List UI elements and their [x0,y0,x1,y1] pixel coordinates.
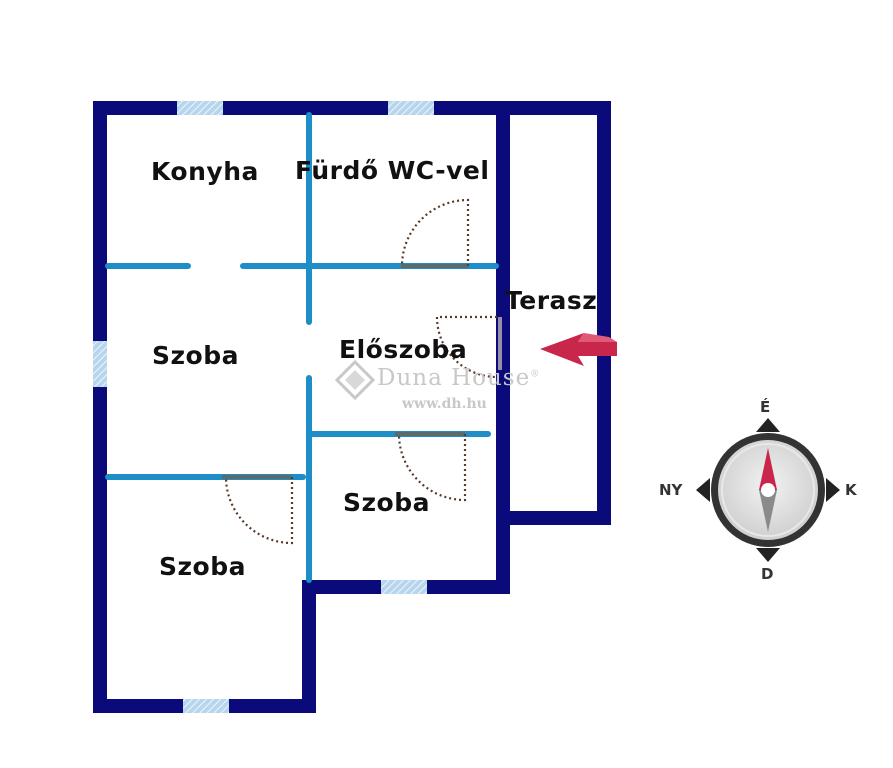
compass-needle-south [759,490,777,532]
compass-south-label: D [761,565,774,583]
compass-needle-north [759,448,777,490]
window-top-right [388,101,434,115]
compass [696,418,840,562]
room-label-szoba-mid: Szoba [343,488,430,517]
door-bathroom [400,198,470,267]
door-room-mid [397,433,467,502]
compass-east-label: K [845,481,857,499]
outer-walls [93,101,611,713]
room-label-szoba-bottom: Szoba [159,552,246,581]
entrance-arrow [540,333,617,366]
door-entrance [435,315,498,379]
room-label-terasz: Terasz [505,286,598,315]
door-thresholds [222,264,502,479]
compass-north-label: É [760,398,771,416]
watermark-name: Duna House® [377,365,541,391]
door-swings [224,198,498,545]
windows [93,101,434,713]
room-label-konyha: Konyha [151,157,259,186]
window-left [93,341,107,387]
room-label-szoba-left: Szoba [152,341,239,370]
window-bottom-left [183,699,229,713]
window-bottom-mid [381,580,427,594]
room-label-furdo: Fürdő WC-vel [295,156,490,185]
compass-west-label: NY [659,481,683,499]
watermark-logo [334,359,376,401]
door-room-bottom [224,476,294,545]
window-top-left [177,101,223,115]
watermark-url: www.dh.hu [402,396,487,412]
room-label-eloszoba: Előszoba [339,335,468,364]
